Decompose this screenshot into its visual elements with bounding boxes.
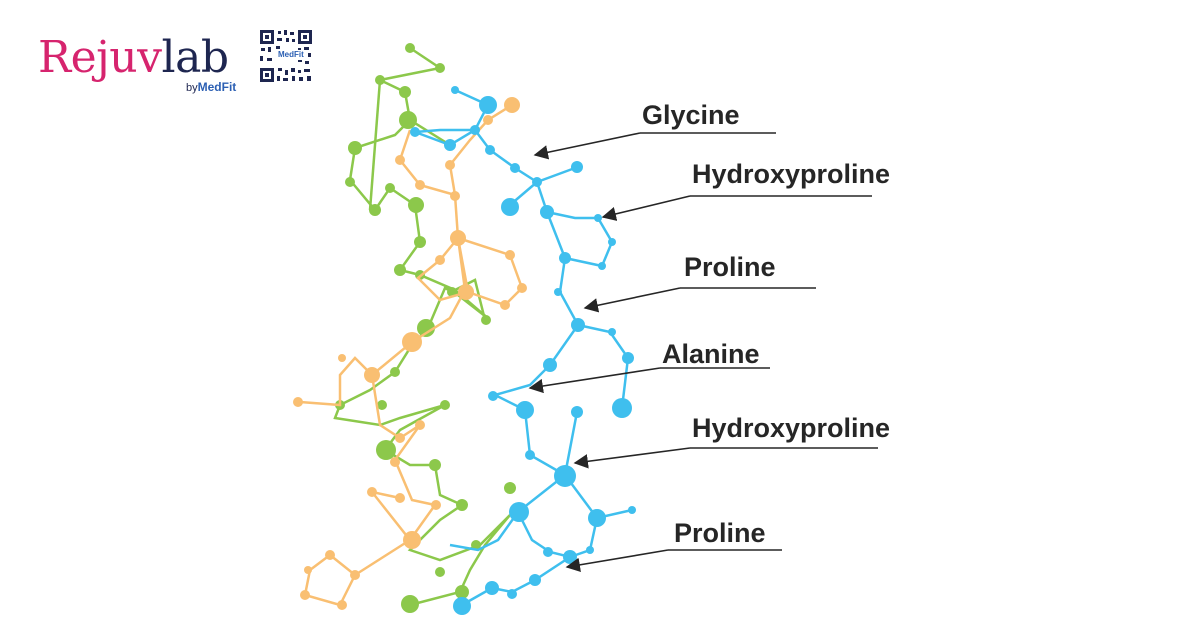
annotation-glycine: Glycine (533, 100, 776, 160)
label-proline-2: Proline (674, 518, 766, 548)
label-hydroxyproline-1: Hydroxyproline (692, 159, 890, 189)
brand-subtitle: byMedFit (186, 80, 237, 94)
qr-label: MedFit (277, 50, 305, 60)
label-glycine: Glycine (642, 100, 740, 130)
annotation-hydroxyproline-1: Hydroxyproline (601, 159, 890, 221)
label-proline-1: Proline (684, 252, 776, 282)
annotation-proline-1: Proline (583, 252, 816, 313)
annotation-alanine: Alanine (528, 339, 770, 394)
brand-name: Rejuvlab (38, 32, 229, 83)
qr-code: MedFit (258, 28, 314, 84)
green-atoms (335, 43, 516, 613)
blue-atoms (410, 86, 636, 615)
label-alanine: Alanine (662, 339, 760, 369)
orange-atoms (293, 97, 527, 610)
annotation-hydroxyproline-2: Hydroxyproline (573, 413, 890, 469)
orange-strand (299, 103, 524, 607)
annotation-proline-2: Proline (565, 518, 782, 572)
label-hydroxyproline-2: Hydroxyproline (692, 413, 890, 443)
qr-code-graphic (258, 28, 314, 84)
blue-strand (414, 88, 633, 607)
